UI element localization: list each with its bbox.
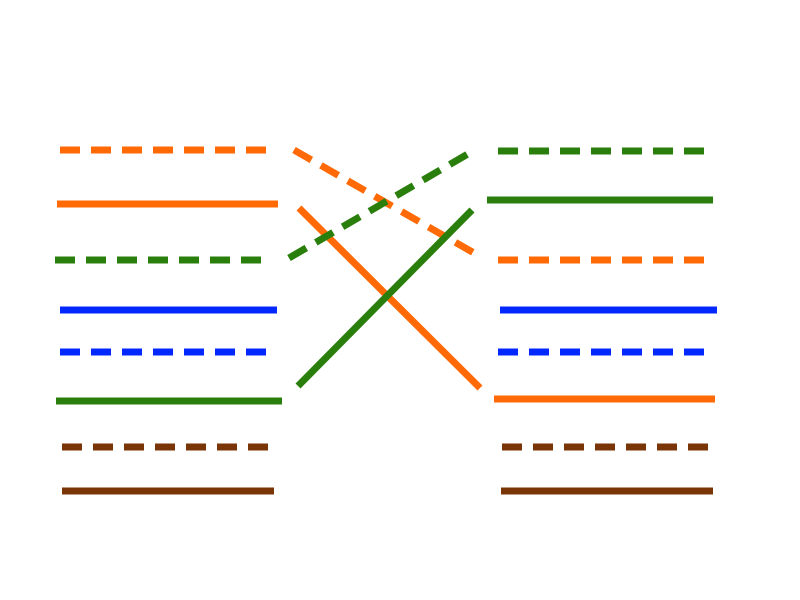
- left-connector-wires: [55, 146, 282, 495]
- crossover-wire-3-to-1: [287, 147, 475, 262]
- right-connector-wires: [487, 147, 717, 495]
- crossover-wire-6-to-2: [295, 207, 475, 389]
- crossover-wires: [287, 146, 483, 391]
